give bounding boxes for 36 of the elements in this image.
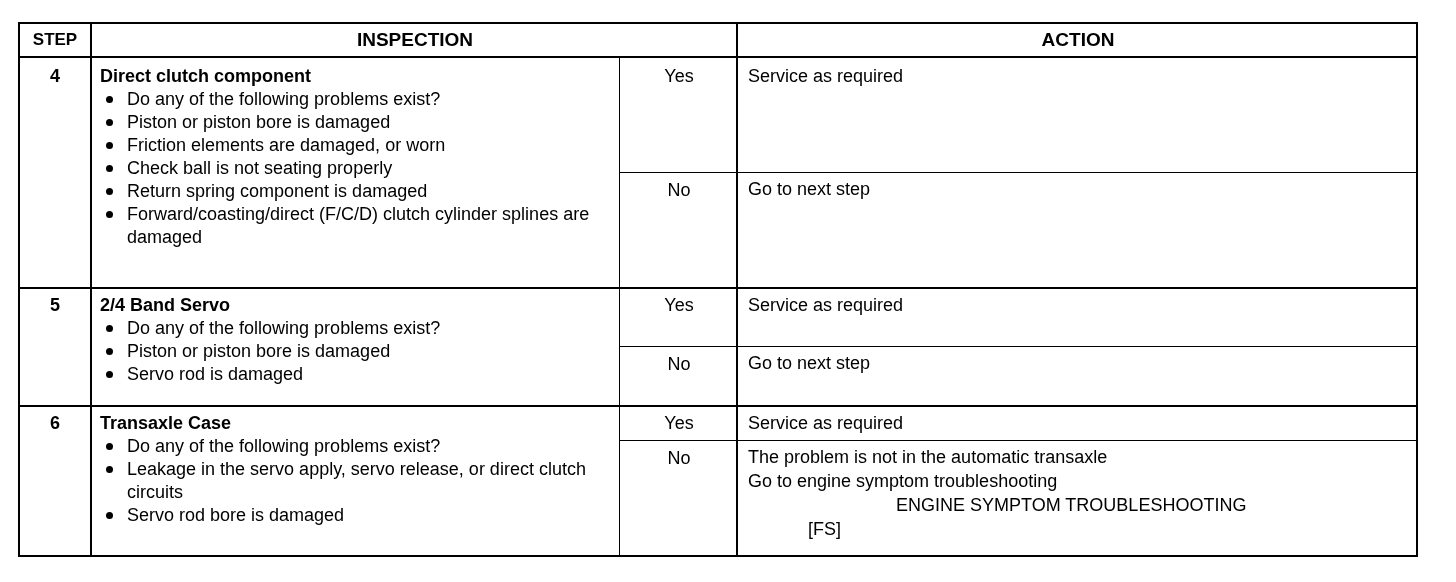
list-item: Check ball is not seating properly (127, 157, 393, 180)
step-number: 5 (50, 294, 60, 317)
answer-label: Yes (664, 294, 694, 317)
action-text: Go to next step (748, 353, 871, 373)
action-text: Service as required (748, 412, 904, 435)
action-text: Go to engine symptom troubleshooting (748, 471, 1058, 491)
action-text: Service as required (748, 65, 904, 88)
list-item: Do any of the following problems exist? (127, 88, 441, 111)
action-text: Go to next step (748, 179, 871, 199)
list-item: Friction elements are damaged, or worn (127, 134, 446, 157)
step-heading: 2/4 Band Servo (100, 294, 232, 317)
action-text: The problem is not in the automatic transaxle (748, 447, 1108, 467)
answer-label: No (667, 179, 691, 202)
list-item: Piston or piston bore is damaged (127, 111, 391, 134)
list-item: Return spring component is damaged (127, 180, 428, 203)
answer-label: Yes (664, 65, 694, 88)
list-item: Piston or piston bore is damaged (127, 340, 391, 363)
column-header: INSPECTION (356, 27, 474, 52)
action-text: Service as required (748, 294, 904, 317)
action-text: [FS] (808, 519, 841, 539)
list-item: Do any of the following problems exist? (127, 435, 441, 458)
list-item: Forward/coasting/direct (F/C/D) clutch cylinder splines are damaged (127, 203, 591, 249)
list-item: Servo rod is damaged (127, 363, 304, 386)
column-header: ACTION (1041, 27, 1115, 52)
list-item: Servo rod bore is damaged (127, 504, 345, 527)
step-heading: Transaxle Case (100, 412, 233, 435)
action-text: ENGINE SYMPTOM TROUBLESHOOTING (896, 495, 1247, 515)
answer-label: Yes (664, 412, 694, 435)
answer-label: No (667, 447, 691, 470)
step-heading: Direct clutch component (100, 65, 313, 88)
list-item: Do any of the following problems exist? (127, 317, 441, 340)
step-number: 4 (50, 65, 60, 88)
answer-label: No (667, 353, 691, 376)
step-number: 6 (50, 412, 60, 435)
list-item: Leakage in the servo apply, servo release, or direct clutch circuits (127, 458, 587, 504)
column-header: STEP (32, 29, 78, 52)
